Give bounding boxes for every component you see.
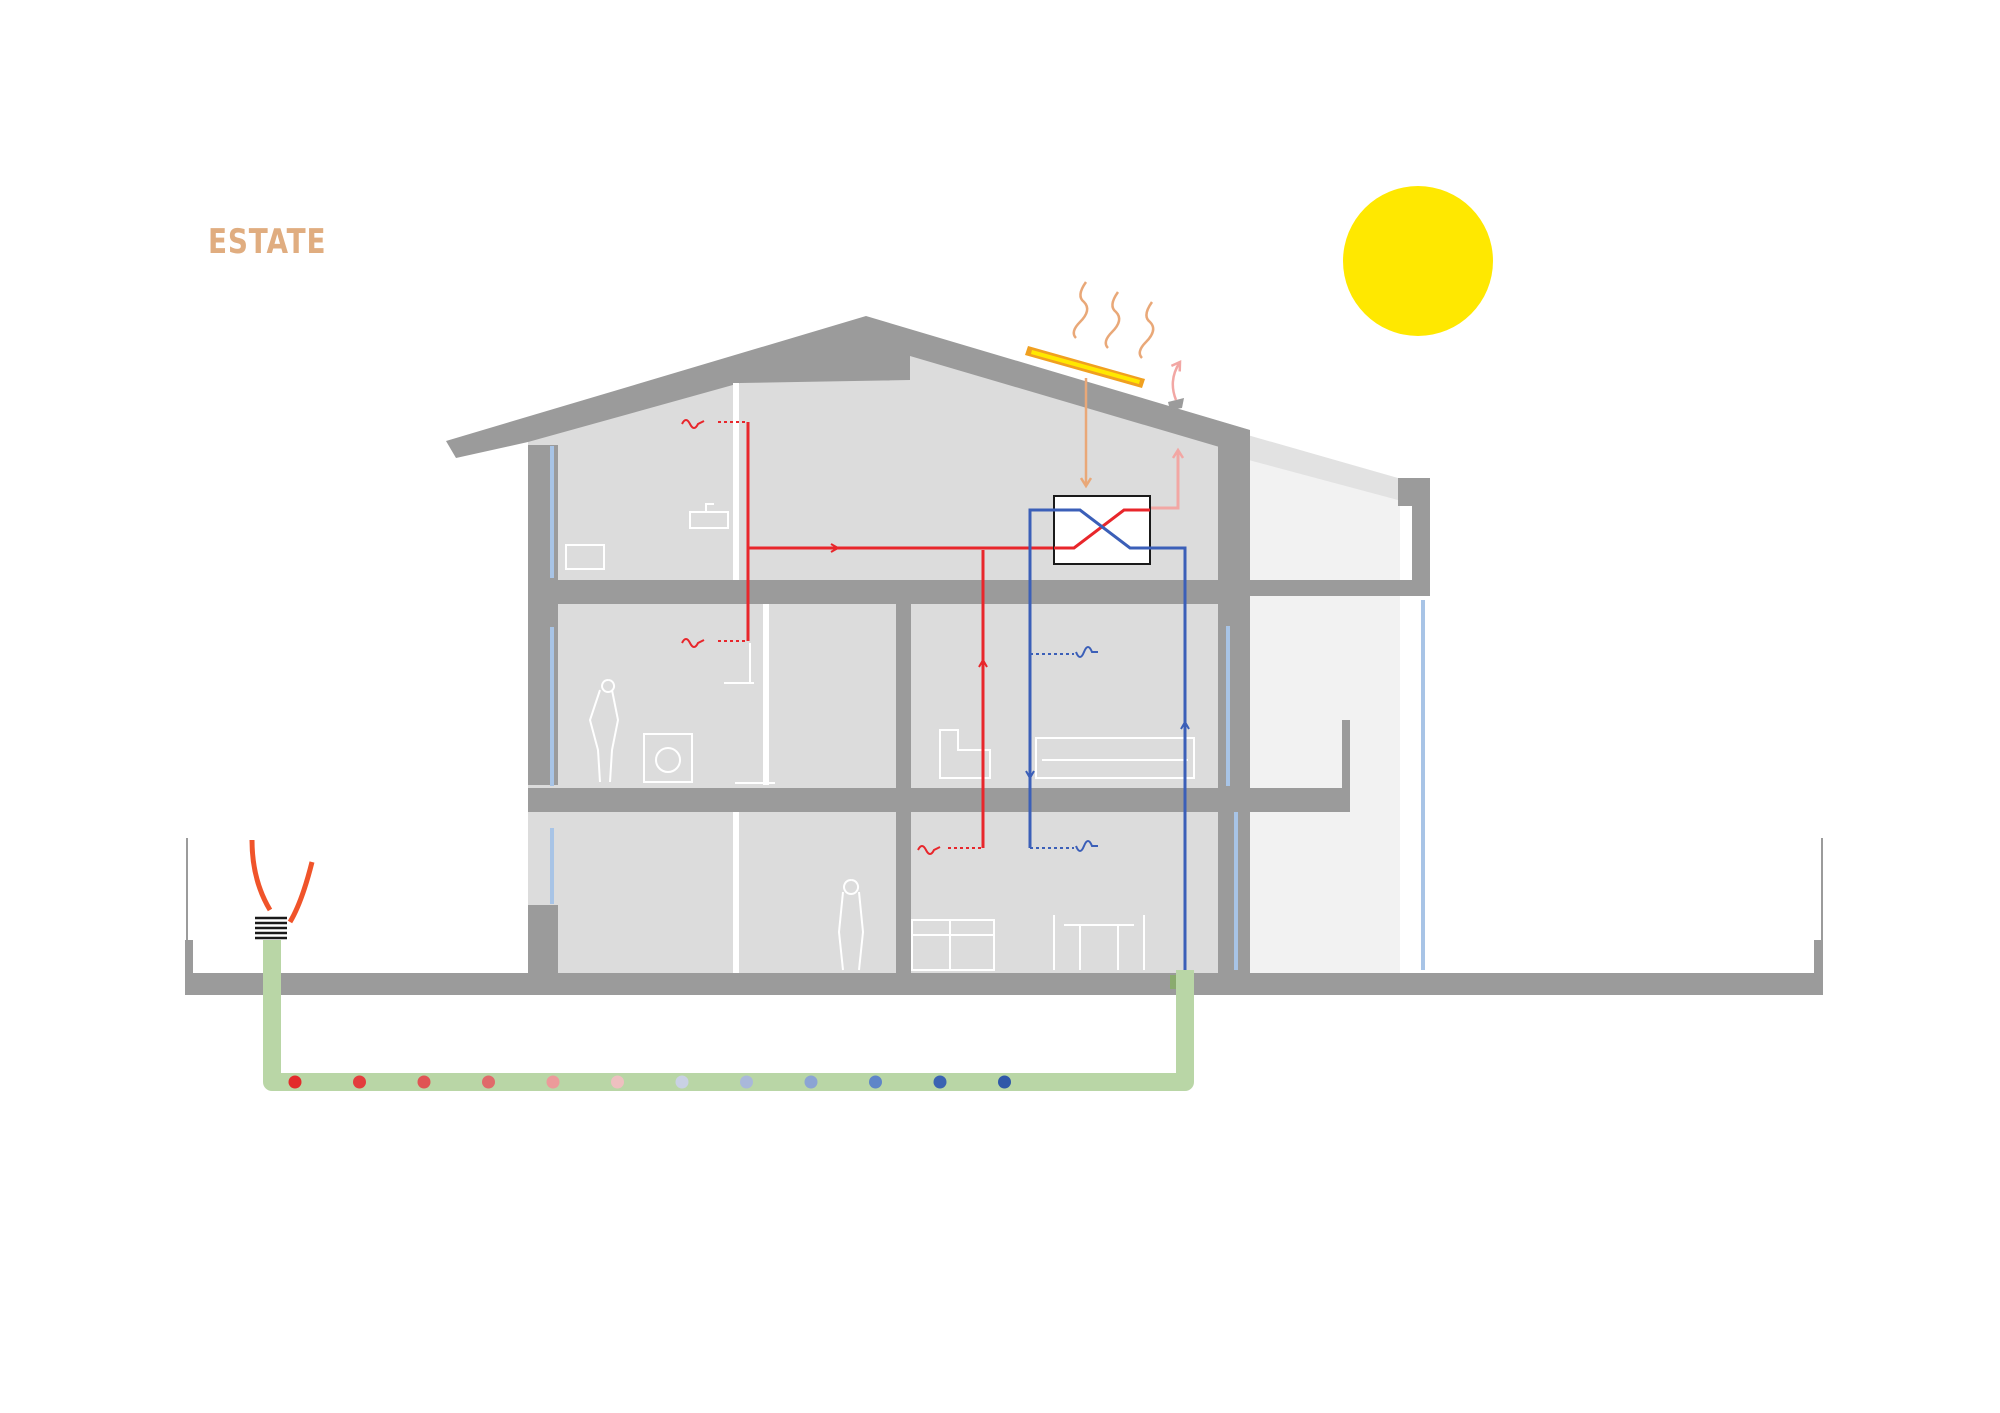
cool-supply-ducts <box>1030 508 1185 970</box>
duct-dot <box>933 1075 947 1089</box>
partitions <box>733 383 769 973</box>
kitchen-counter-icon <box>911 919 995 971</box>
heat-wave-icon <box>1072 281 1155 359</box>
extract-grilles <box>681 419 983 855</box>
bathtub-icon <box>565 544 605 570</box>
exhaust-path <box>1150 362 1184 510</box>
ground-slab <box>185 838 1823 995</box>
duct-dot <box>546 1075 560 1089</box>
duct-dot <box>482 1075 495 1089</box>
duct-dot <box>288 1075 302 1089</box>
warm-intake-arrow <box>249 839 273 912</box>
furniture <box>565 503 1195 971</box>
solar-collector-icon <box>1025 346 1145 388</box>
person-man-icon <box>837 879 865 971</box>
windows <box>550 446 1238 970</box>
sink-icon <box>689 503 729 529</box>
warm-extract-ducts <box>746 422 1054 848</box>
ground-air-duct <box>249 839 1194 1091</box>
shower-icon <box>724 643 775 784</box>
washing-machine-icon <box>643 733 693 783</box>
season-title: ESTATE <box>208 222 327 262</box>
duct-dot <box>417 1075 431 1089</box>
duct-dot <box>869 1075 882 1089</box>
duct-dot <box>611 1075 624 1089</box>
sofa-icon <box>1035 737 1195 779</box>
armchair-icon <box>939 729 991 779</box>
annex-volume <box>1230 430 1430 973</box>
duct-dot <box>675 1075 689 1089</box>
duct-temperature-dots <box>288 1075 1011 1089</box>
duct-dot <box>353 1075 366 1089</box>
roof <box>446 316 1250 458</box>
dining-table-icon <box>1053 915 1145 970</box>
duct-dot <box>804 1075 818 1089</box>
duct-dot <box>740 1075 753 1089</box>
heat-exchanger-icon <box>1053 495 1151 565</box>
sun-icon <box>1343 186 1493 336</box>
duct-dot <box>998 1075 1011 1089</box>
person-woman-icon <box>588 679 620 783</box>
